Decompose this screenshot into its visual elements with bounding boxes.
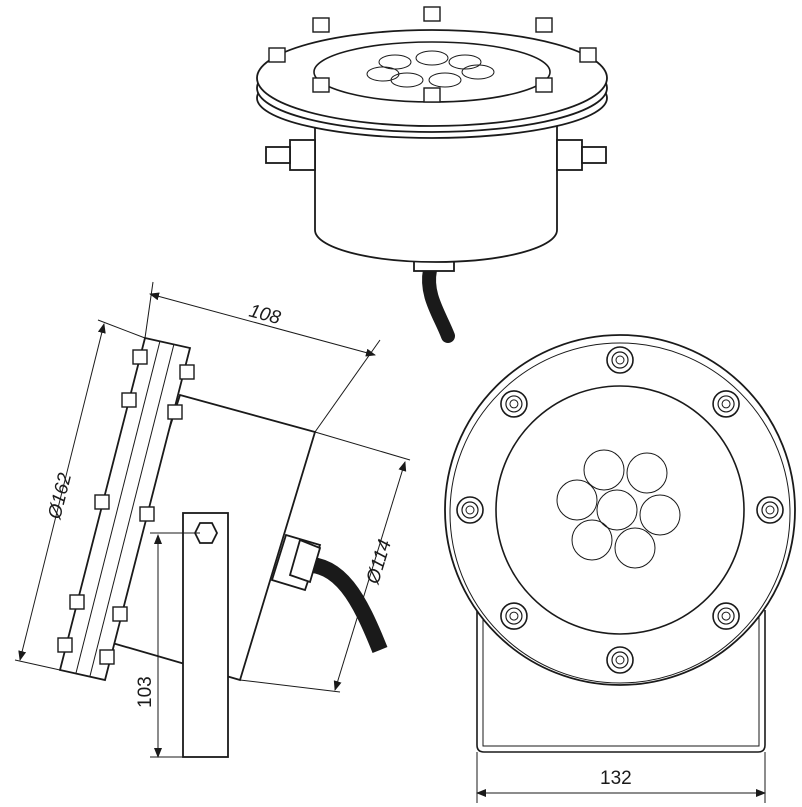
- bolt-icon: [712, 390, 740, 418]
- bolt-icon: [500, 390, 528, 418]
- bolt-icon: [456, 496, 484, 524]
- flange-top: [256, 29, 608, 127]
- cable-top: [422, 263, 455, 343]
- bolt-icon: [606, 346, 634, 374]
- dimension-103: 103: [135, 532, 200, 758]
- mounting-bracket-side: [182, 512, 229, 758]
- side-gland: [270, 533, 322, 592]
- front-view: [444, 334, 796, 753]
- dim-body-diameter-label: Ø114: [362, 537, 396, 587]
- dimension-132: 132: [476, 752, 766, 803]
- bolt-icon: [606, 646, 634, 674]
- dim-length-label: 108: [247, 301, 283, 330]
- front-bolts: [456, 346, 784, 674]
- dim-bracket-width-label: 132: [600, 768, 632, 789]
- flange-front: [444, 334, 796, 686]
- perspective-view: [256, 6, 608, 343]
- mounting-bracket-front: [476, 610, 766, 753]
- leds-top: [366, 50, 495, 88]
- bolt-icon: [712, 602, 740, 630]
- hex-nut: [193, 522, 219, 544]
- side-glands: [265, 139, 607, 171]
- dim-bracket-height-label: 103: [135, 676, 156, 708]
- lens-front: [495, 385, 745, 635]
- dimension-162: Ø162: [14, 319, 146, 671]
- leds-front: [556, 449, 681, 569]
- cylinder-body: [314, 109, 558, 263]
- bolts-top: [268, 6, 597, 103]
- bolt-icon: [500, 602, 528, 630]
- bolt-icon: [756, 496, 784, 524]
- side-view: [57, 336, 388, 758]
- dim-flange-diameter-label: Ø162: [44, 471, 76, 523]
